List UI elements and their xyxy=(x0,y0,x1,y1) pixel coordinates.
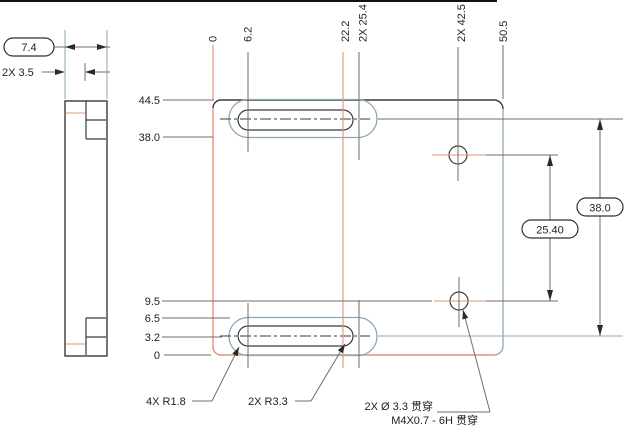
recess-outlines xyxy=(228,98,378,357)
leader-arrowhead xyxy=(337,344,345,354)
step-depth-dim-label: 2X 3.5 xyxy=(2,67,34,79)
bottom-slot-outline xyxy=(237,325,354,347)
recess-radius-callout: 2X R3.3 xyxy=(248,396,288,408)
hole-note-line1: 2X Ø 3.3 贯穿 xyxy=(365,399,433,413)
ordinate-label-0-bottom: 0 xyxy=(154,350,160,362)
arrowhead xyxy=(597,325,603,336)
extension-lines xyxy=(212,45,623,368)
slot-radius-callout: 4X R1.8 xyxy=(146,396,186,408)
ordinate-label-22-2: 22.2 xyxy=(340,21,352,42)
ordinate-label-2x42-5: 2X 42.5 xyxy=(456,4,468,42)
leader-arrowhead xyxy=(462,310,469,320)
ordinate-label-0: 0 xyxy=(208,36,220,42)
ordinate-label-3-2: 3.2 xyxy=(145,332,160,344)
ordinate-label-9-5: 9.5 xyxy=(145,296,160,308)
leader-line xyxy=(211,346,240,402)
ordinate-label-2x25-4: 2X 25.4 xyxy=(358,4,370,42)
ordinate-label-6-5: 6.5 xyxy=(145,313,160,325)
arrowhead xyxy=(97,44,107,50)
ordinate-label-38-0: 38.0 xyxy=(139,132,160,144)
thickness-dim-label: 7.4 xyxy=(21,42,36,54)
hole-note-line2: M4X0.7 - 6H 贯穿 xyxy=(391,413,478,427)
leader-line xyxy=(462,309,491,413)
right-dimensions: 25.40 38.0 xyxy=(521,119,624,336)
left-ordinate-labels: 44.5 38.0 9.5 6.5 3.2 0 xyxy=(139,95,432,362)
plate-bottom-left-edge xyxy=(212,108,494,356)
holes xyxy=(432,47,486,327)
dimension-balloon xyxy=(3,37,55,57)
ordinate-label-50-5: 50.5 xyxy=(498,21,510,42)
leader-arrowhead xyxy=(232,347,239,357)
plate-top-edge xyxy=(212,99,504,110)
slot-spacing-dim-label: 38.0 xyxy=(589,203,610,215)
arrowhead xyxy=(547,290,553,301)
arrowhead xyxy=(65,44,75,50)
leader-line xyxy=(310,343,346,402)
top-slot-outline xyxy=(237,109,354,131)
hole-spacing-dim-label: 25.40 xyxy=(536,225,564,237)
arrowhead xyxy=(597,119,603,130)
top-ordinate-labels: 0 6.2 22.2 2X 25.4 2X 42.5 50.5 xyxy=(208,4,511,42)
ordinate-label-44-5: 44.5 xyxy=(139,95,160,107)
side-view: 7.4 2X 3.5 xyxy=(2,30,110,357)
ordinate-label-6-2: 6.2 xyxy=(243,27,255,42)
plate-right-edge xyxy=(493,109,504,356)
dimension-balloon xyxy=(576,197,624,217)
dimension-balloon xyxy=(521,219,579,239)
arrowhead xyxy=(55,69,65,75)
arrowhead xyxy=(547,155,553,166)
slot-outlines xyxy=(237,109,354,347)
arrowhead xyxy=(85,69,95,75)
callouts: 4X R1.8 2X R3.3 2X Ø 3.3 贯穿 M4X0.7 - 6H … xyxy=(146,309,491,427)
